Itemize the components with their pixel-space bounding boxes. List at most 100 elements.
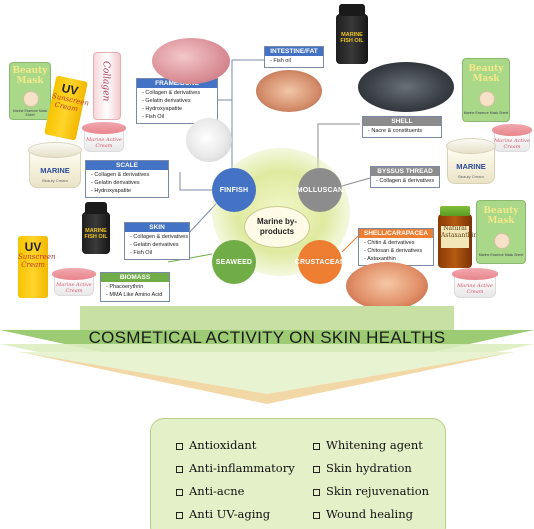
box-title: BIOMASS xyxy=(101,273,169,282)
box-item: Gelatin derivatives xyxy=(142,97,214,105)
box-skin: SKIN Collagen & derivatives Gelatin deri… xyxy=(124,222,190,260)
benefit-label: Antioxidant xyxy=(189,438,257,452)
product-label: MARINE xyxy=(456,162,486,171)
benefit-label: Anti UV-aging xyxy=(189,507,271,521)
box-item: Chitin & derivatives xyxy=(364,239,430,247)
benefit-item: Antioxidant xyxy=(176,438,256,452)
benefit-item: Anti-inflammatory xyxy=(176,461,295,475)
face-icon xyxy=(23,91,39,107)
product-label: Collagen xyxy=(100,61,111,102)
line-crustacean-shell xyxy=(341,235,359,253)
box-item: Nacre & constituents xyxy=(368,127,438,135)
product-label: Marine Active Cream xyxy=(494,138,530,150)
product-label: UV xyxy=(24,240,42,254)
box-item: Hydroxyapatite xyxy=(142,105,214,113)
checkbox-icon xyxy=(313,511,320,519)
benefit-item: Whitening agent xyxy=(313,438,423,452)
fish-intestine-photo xyxy=(256,70,322,112)
face-icon xyxy=(494,233,510,249)
checkbox-icon xyxy=(313,465,320,473)
box-item: MMA Like Amino Acid xyxy=(106,291,166,299)
marine-beauty-cream-jar: MARINE Beauty Cream xyxy=(28,142,82,188)
checkbox-icon xyxy=(313,488,320,496)
astaxanthin-bottle: Natural Astaxanthin xyxy=(438,206,477,268)
box-title: BYSSUS THREAD xyxy=(371,167,439,176)
box-item: Collagen & derivatives xyxy=(376,177,436,185)
product-label: MARINE FISH OIL xyxy=(84,228,108,241)
box-item: Gelatin derivatives xyxy=(91,179,165,187)
box-item: Chitosan & derivatives xyxy=(364,247,430,255)
fish-scale-photo xyxy=(186,118,232,162)
line-seaweed-biomass xyxy=(167,253,213,263)
product-label: Marine Active Cream xyxy=(457,283,493,295)
product-caption: Marine Essence Mask Sheet xyxy=(12,109,48,117)
benefit-label: Wound healing xyxy=(326,507,413,521)
line-molluscan-shell xyxy=(317,123,360,168)
benefit-item: Anti-acne xyxy=(176,484,244,498)
product-sublabel: Beauty Cream xyxy=(458,174,484,179)
box-title: SKIN xyxy=(125,223,189,232)
marine-active-cream-jar: Marine Active Cream xyxy=(82,122,126,152)
marine-active-cream-jar-3: Marine Active Cream xyxy=(492,124,532,152)
box-biomass: BIOMASS Phacoerythrin MMA Like Amino Aci… xyxy=(100,272,170,302)
beauty-mask-product-3: Beauty Mask Marine Essence Mask Sheet xyxy=(476,200,526,264)
marine-active-cream-jar-2: Marine Active Cream xyxy=(52,268,96,296)
box-intestine-fat: INTESTINE/FAT Fish oil xyxy=(264,46,324,68)
benefits-panel xyxy=(150,418,446,529)
product-sublabel: Beauty Cream xyxy=(42,178,68,183)
beauty-mask-product: Beauty Mask Marine Essence Mask Sheet xyxy=(9,62,51,120)
box-title: SCALE xyxy=(86,161,168,170)
box-item: Collagen & derivatives xyxy=(130,233,188,241)
benefit-item: Anti UV-aging xyxy=(176,507,270,521)
product-label: Beauty Mask xyxy=(12,66,48,86)
box-title: FRAME/BONE xyxy=(137,79,217,88)
checkbox-icon xyxy=(176,442,183,450)
line-finfish-scale xyxy=(179,172,214,191)
box-item: Gelatin derivatives xyxy=(130,241,186,249)
product-label: Natural Astaxanthin xyxy=(441,225,477,248)
checkbox-icon xyxy=(176,488,183,496)
product-caption: Marine Essence Mask Sheet xyxy=(463,111,509,115)
product-label: Beauty Mask xyxy=(483,206,519,226)
benefit-item: Skin hydration xyxy=(313,461,412,475)
node-crustacean: CRUSTACEAN xyxy=(295,240,345,284)
box-byssus-thread: BYSSUS THREAD Collagen & derivatives xyxy=(370,166,440,188)
product-sublabel: Sunscreen Cream xyxy=(18,253,56,269)
benefit-item: Skin rejuvenation xyxy=(313,484,429,498)
benefit-label: Anti-acne xyxy=(189,484,245,498)
line-finfish-skin xyxy=(185,203,217,237)
collagen-product: Collagen xyxy=(93,52,121,120)
product-caption: Marine Essence Mask Sheet xyxy=(478,253,524,257)
benefit-label: Skin hydration xyxy=(326,461,412,475)
marine-beauty-cream-jar-2: MARINE Beauty Cream xyxy=(446,138,496,184)
box-item: Fish Oil xyxy=(142,113,214,121)
box-title: SHELL xyxy=(363,117,441,126)
benefit-label: Whitening agent xyxy=(326,438,423,452)
checkbox-icon xyxy=(176,465,183,473)
node-molluscan: MOLLUSCAN xyxy=(297,168,343,212)
product-label: Beauty Mask xyxy=(468,64,504,84)
box-title: INTESTINE/FAT xyxy=(265,47,323,56)
node-finfish: FINFISH xyxy=(212,168,256,212)
product-label: Marine Active Cream xyxy=(86,137,122,149)
fish-oil-bottle-top: MARINE FISH OIL xyxy=(336,4,368,64)
uv-sunscreen-tube-2: UV Sunscreen Cream xyxy=(18,236,56,298)
benefit-label: Anti-inflammatory xyxy=(189,461,295,475)
checkbox-icon xyxy=(313,442,320,450)
fish-oil-bottle-left: MARINE FISH OIL xyxy=(82,202,110,254)
benefit-item: Wound healing xyxy=(313,507,413,521)
line-molluscan-byssus xyxy=(341,177,371,187)
box-title: SHELL/CARAPACEA xyxy=(359,229,433,238)
product-label: MARINE FISH OIL xyxy=(340,32,364,45)
checkbox-icon xyxy=(176,511,183,519)
product-label: Marine Active Cream xyxy=(56,282,92,294)
box-item: Fish Oil xyxy=(130,249,186,257)
node-seaweed: SEAWEED xyxy=(212,240,256,284)
box-item: Collagen & derivatives xyxy=(142,89,214,97)
benefit-label: Skin rejuvenation xyxy=(326,484,430,498)
box-item: Astaxanthin xyxy=(364,255,430,263)
box-item: Collagen & derivatives xyxy=(91,171,165,179)
box-item: Fish oil xyxy=(270,57,320,65)
banner-chevron xyxy=(0,306,534,404)
